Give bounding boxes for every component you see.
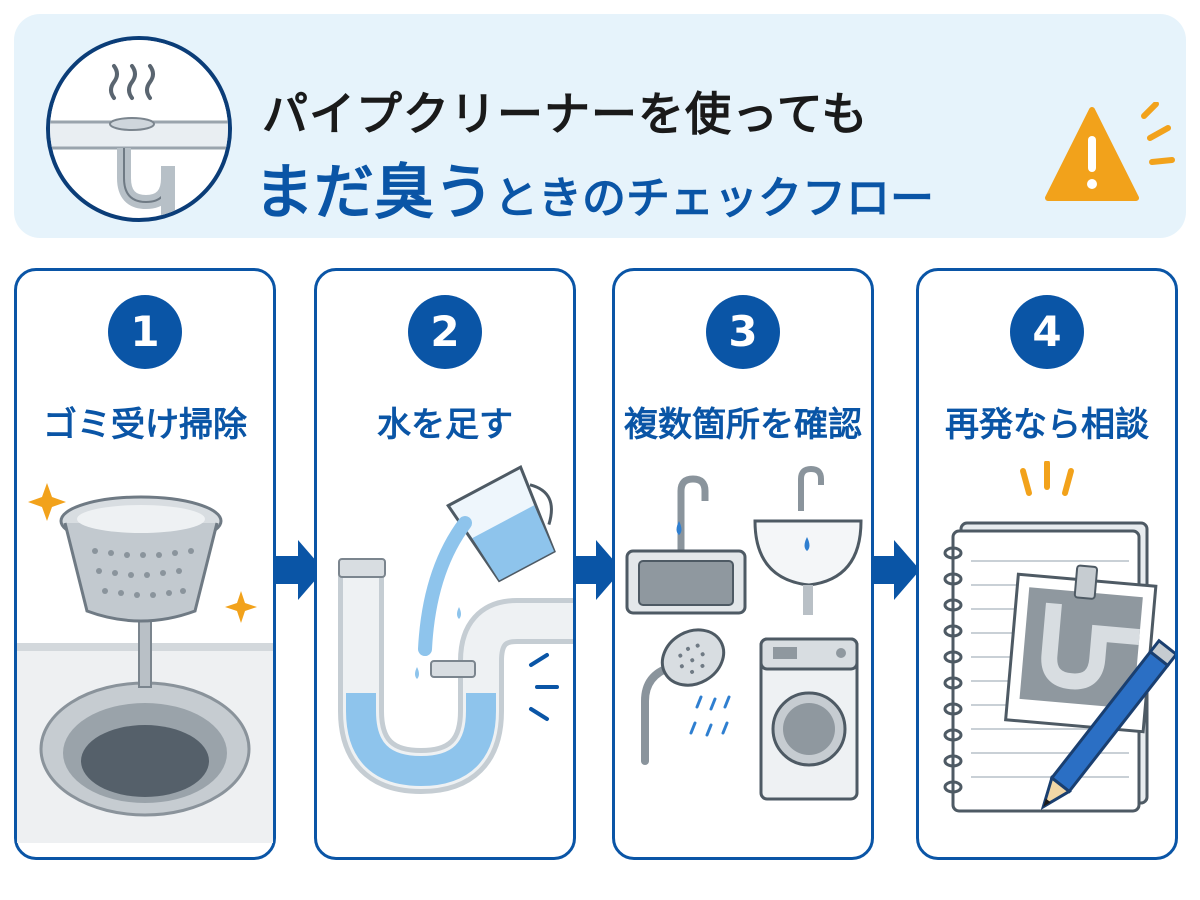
step-label-3: 複数箇所を確認 (624, 405, 862, 445)
water-pour-ptrap-icon (317, 461, 573, 851)
notebook-photo-pencil-icon (919, 460, 1179, 851)
step-label-1: ゴミ受け掃除 (43, 405, 247, 445)
step-number-3: 3 (706, 295, 780, 369)
multiple-drains-icon (615, 461, 871, 851)
step-card-4: 4 再発なら相談 (916, 268, 1179, 860)
step-number-2: 2 (408, 295, 482, 369)
arrow-right-icon (574, 540, 622, 600)
step-label-4: 再発なら相談 (945, 405, 1149, 445)
arrow-right-icon (872, 540, 920, 600)
step-label-2: 水を足す (377, 405, 513, 445)
sink-strainer-basket-icon (17, 461, 273, 851)
step-number-4: 4 (1010, 295, 1084, 369)
header-banner: パイプクリーナーを使っても まだ臭うときのチェックフロー (14, 14, 1186, 238)
title-emphasis: まだ臭う (254, 158, 494, 228)
title-line-2: まだ臭うときのチェックフロー (254, 144, 934, 231)
step-card-1: 1 ゴミ受け掃除 (14, 268, 276, 860)
title-line-1: パイプクリーナーを使っても (262, 87, 869, 141)
step-card-3: 3 複数箇所を確認 (612, 268, 874, 860)
drain-pipe-smell-icon (46, 36, 232, 222)
step-card-2: 2 水を足す (314, 268, 576, 860)
warning-triangle-icon (1044, 101, 1194, 222)
title-rest: ときのチェックフロー (494, 173, 934, 224)
step-number-1: 1 (108, 295, 182, 369)
arrow-right-icon (276, 540, 324, 600)
